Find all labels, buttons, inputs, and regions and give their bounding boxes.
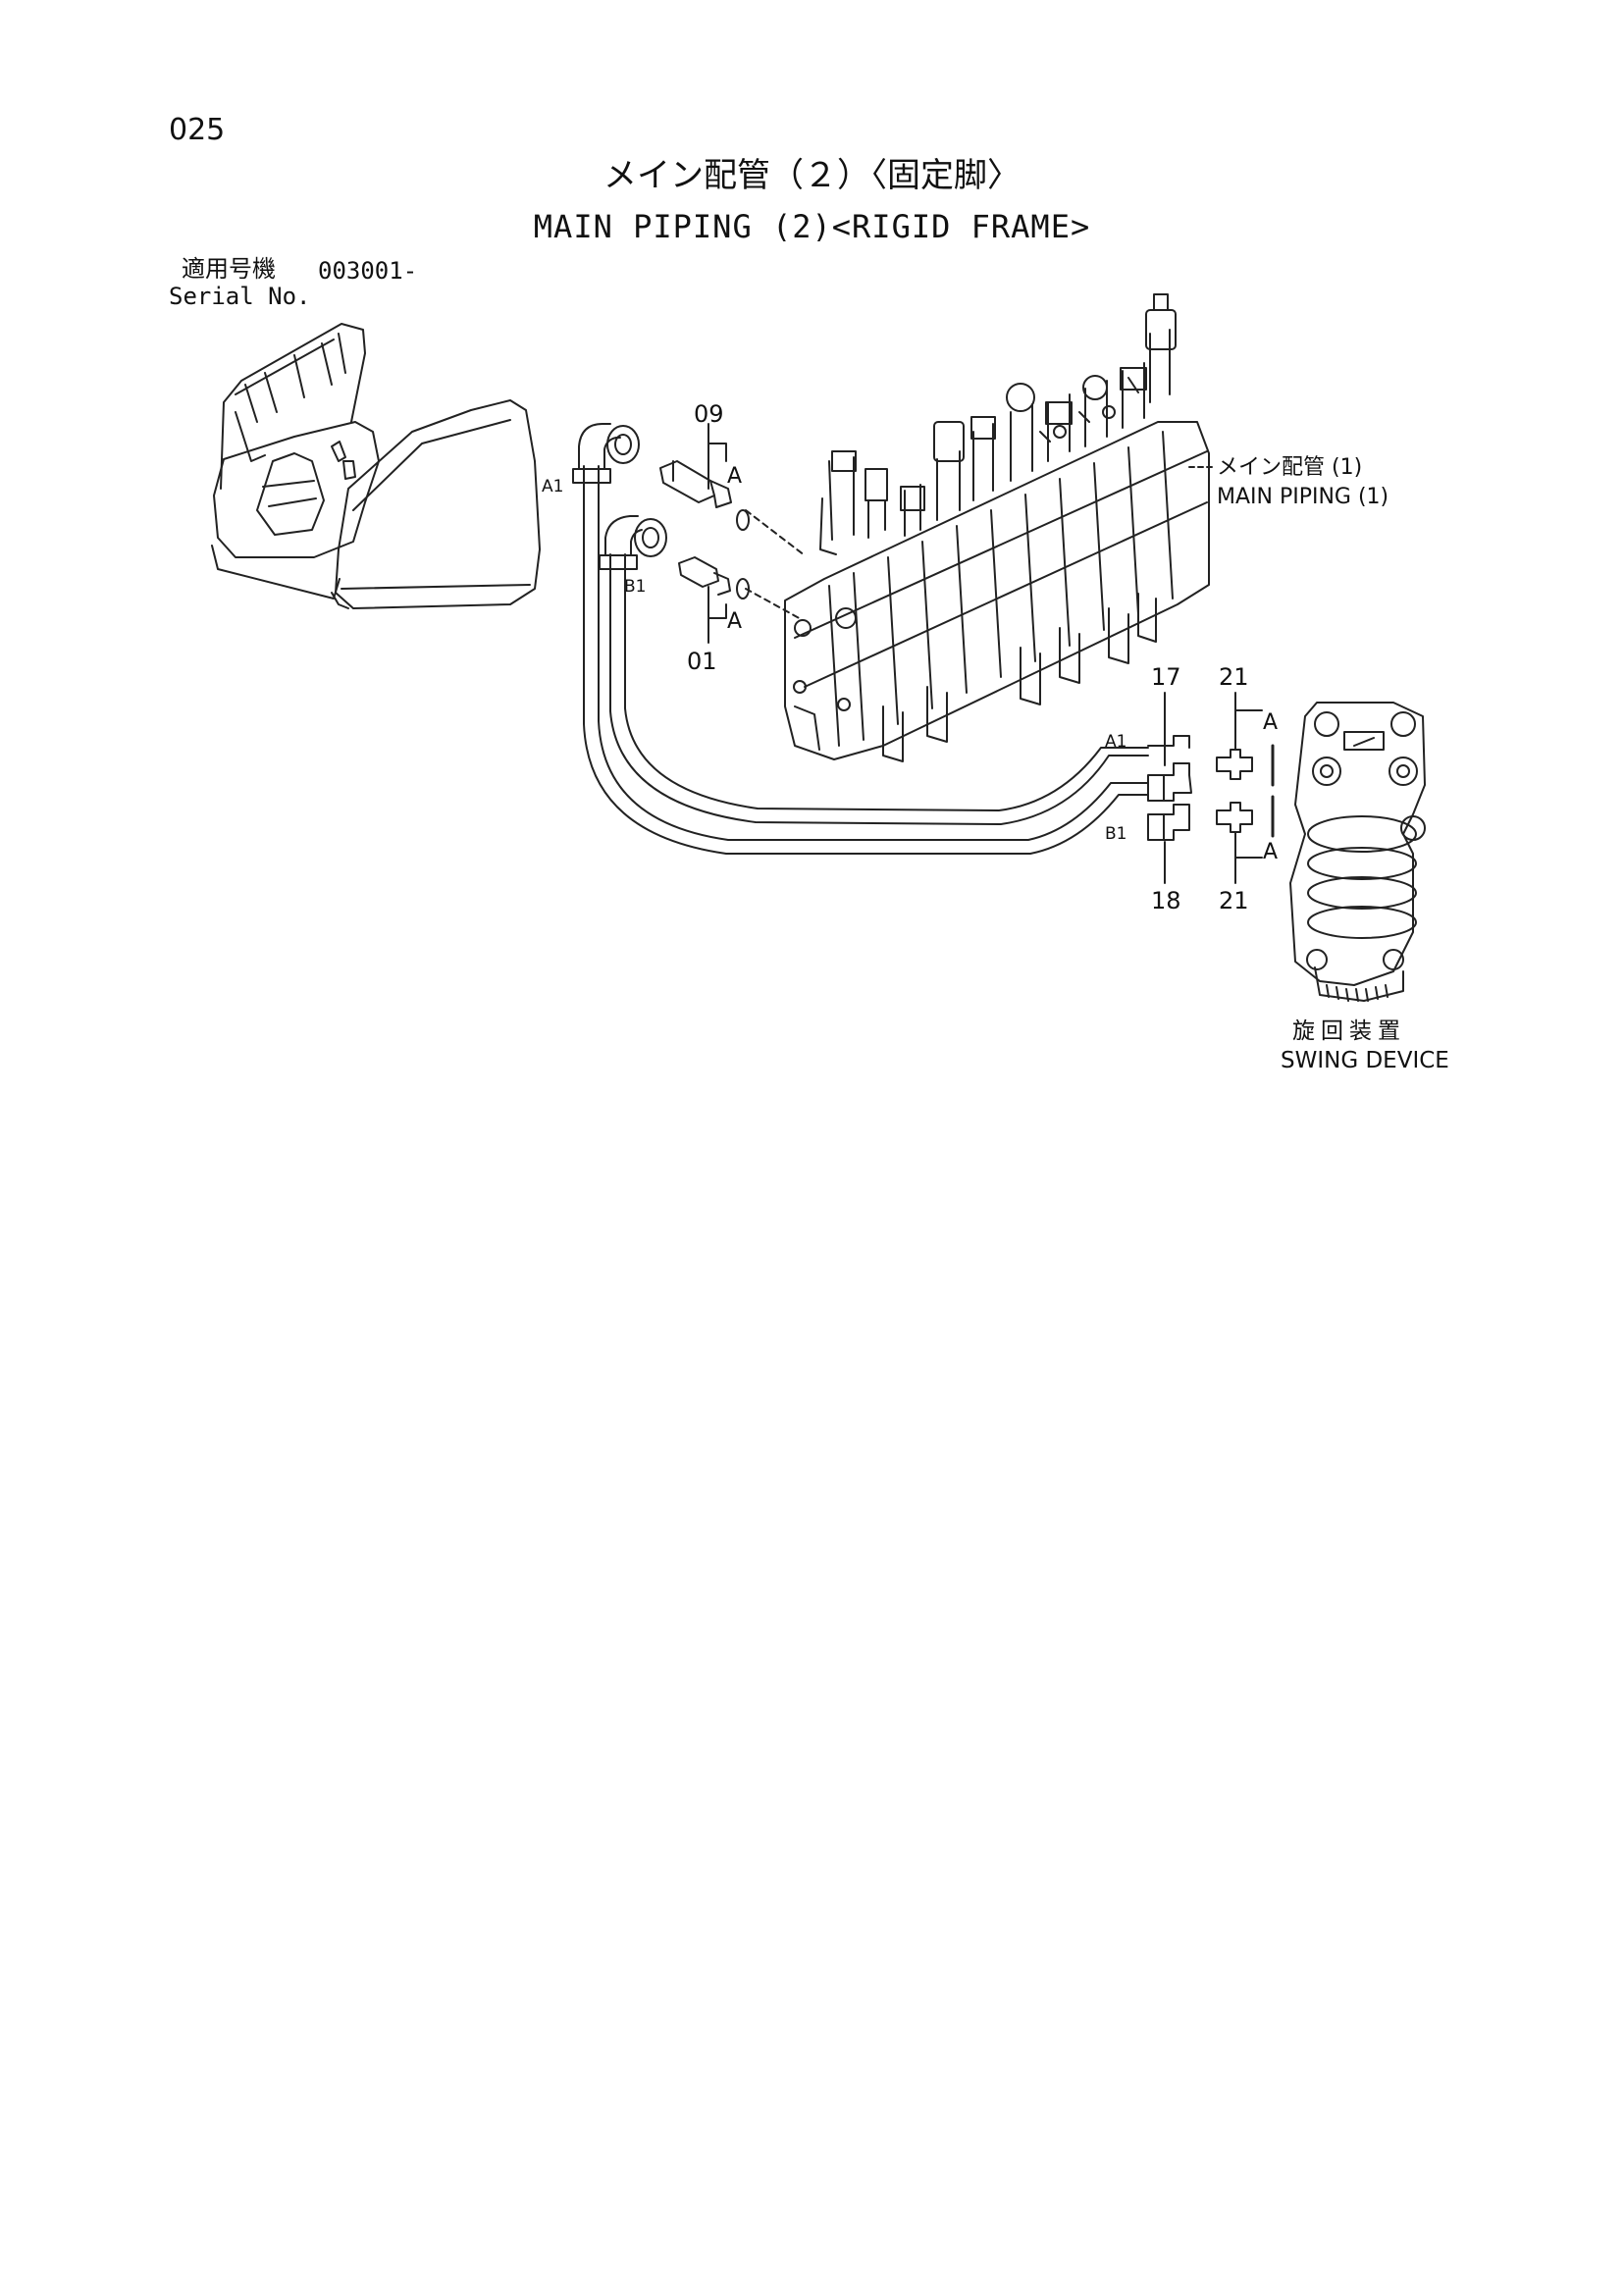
section-mark-a-01: A: [727, 609, 743, 634]
title-english: MAIN PIPING (2)<RIGID FRAME>: [533, 208, 1091, 245]
leader-01: [708, 587, 726, 643]
connection-label-b1-top: B1: [624, 577, 647, 597]
ref-swing-device-english: SWING DEVICE: [1281, 1048, 1449, 1073]
ref-main-piping-1-japanese: メイン配管 (1): [1217, 455, 1363, 480]
ref-swing-device-japanese: 旋回装置: [1292, 1018, 1406, 1044]
hose-fitting-17: [1148, 763, 1191, 801]
section-mark-a-21-top: A: [1263, 710, 1279, 735]
hose-a1: [584, 466, 1148, 854]
ref-main-piping-1-english: MAIN PIPING (1): [1217, 485, 1389, 509]
elbow-fitting-21-top: [1217, 750, 1252, 779]
part-number-18: 18: [1151, 887, 1181, 914]
part-number-01: 01: [687, 648, 717, 675]
hose-end-fitting-b1: [600, 516, 666, 569]
connection-label-a1-top: A1: [542, 477, 564, 496]
swing-device: [1290, 703, 1425, 1001]
hose-fitting-18: [1148, 736, 1189, 748]
connection-label-a1-right: A1: [1105, 732, 1127, 752]
adapter-fitting-09: [660, 461, 749, 530]
leader-09-to-valve: [746, 510, 805, 555]
hose-b1: [610, 554, 1148, 824]
leader-21-top: [1235, 693, 1262, 750]
connection-label-b1-right: B1: [1105, 824, 1127, 844]
elbow-fitting-21-bottom: [1217, 803, 1252, 832]
part-number-09: 09: [694, 400, 724, 428]
serial-label-japanese: 適用号機: [182, 255, 276, 283]
leader-21-bottom: [1235, 832, 1262, 883]
section-mark-a-21-bottom: A: [1263, 840, 1279, 864]
page-number: 025: [169, 113, 226, 147]
adapter-fitting-01: [679, 557, 749, 599]
part-number-17: 17: [1151, 663, 1181, 691]
serial-label-english: Serial No.: [169, 283, 311, 310]
hose-fitting-18-body: [1148, 805, 1189, 840]
hose-end-fitting-a1: [573, 424, 639, 483]
title-japanese: メイン配管（２）〈固定脚〉: [603, 156, 1021, 195]
operator-seat-assembly: [212, 324, 540, 608]
part-number-21-bottom: 21: [1219, 887, 1249, 914]
leader-01-to-valve: [746, 589, 803, 620]
serial-number-value: 003001-: [318, 257, 418, 285]
part-number-21-top: 21: [1219, 663, 1249, 691]
control-valve-block: [785, 294, 1209, 761]
leader-09: [708, 424, 726, 489]
section-mark-a-09: A: [727, 464, 743, 489]
